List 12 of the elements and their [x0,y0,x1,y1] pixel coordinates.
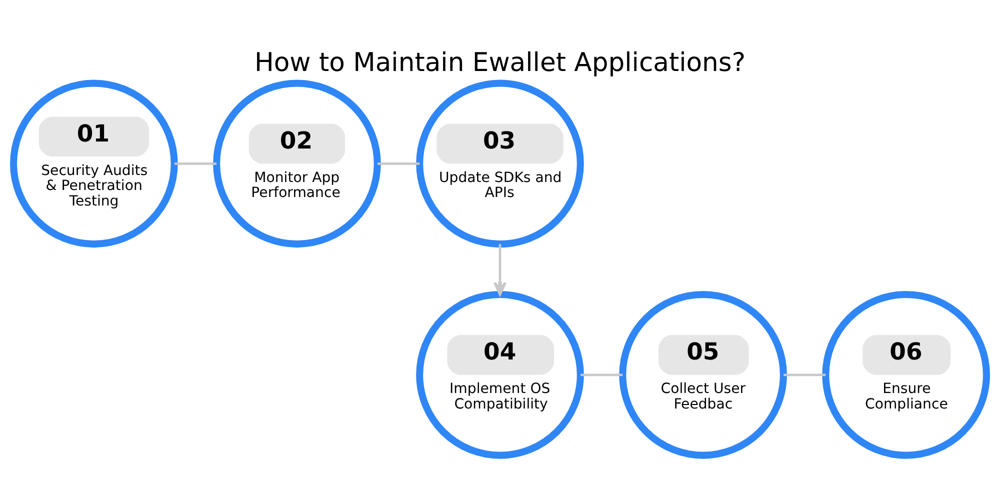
node-circle: 05 Collect User Feedbac [619,290,787,458]
connector [377,162,420,164]
connector [784,373,826,376]
arrow [494,244,506,296]
diagram-title: How to Maintain Ewallet Applications? [254,48,746,78]
node-circle: 02 Monitor App Performance [213,79,381,248]
connector [174,162,217,164]
node-circle: 06 Ensure Compliance [822,290,990,458]
node-circle: 01 Security Audits & Penetration Testing [10,79,178,248]
node-circle: 03 Update SDKs and APIs [416,79,584,248]
node-circle: 04 Implement OS Compatibility [416,290,584,458]
connector [580,373,623,376]
